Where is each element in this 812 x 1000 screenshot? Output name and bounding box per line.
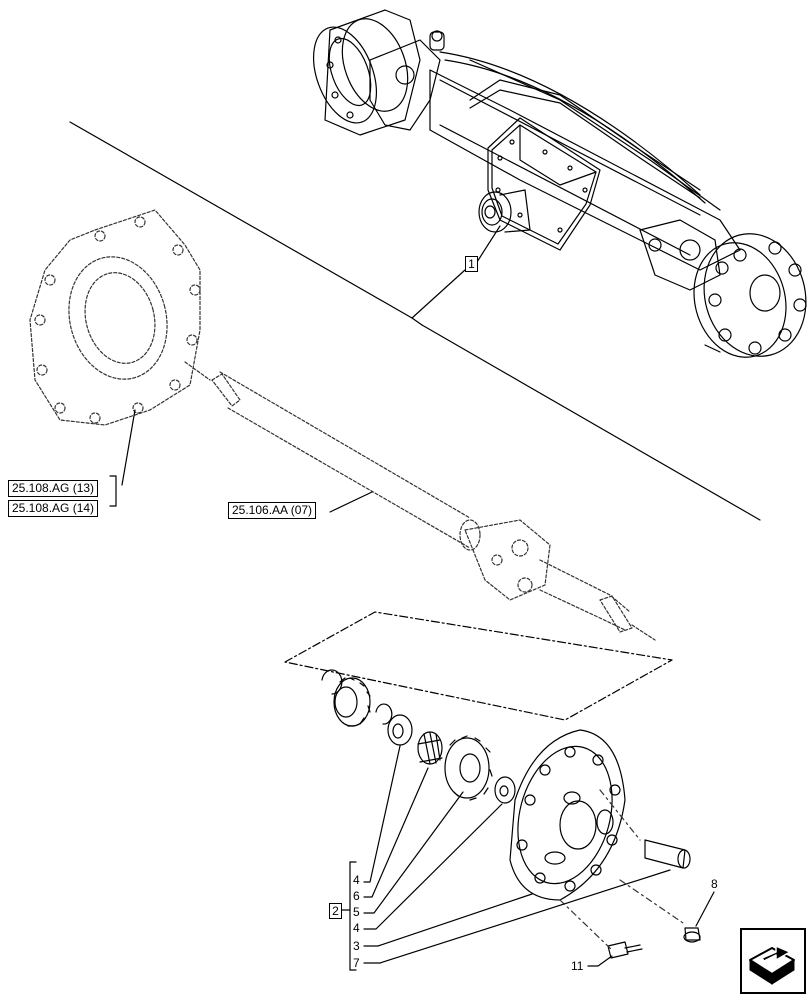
ref-label-25-108-ag-14[interactable]: 25.108.AG (14) (8, 500, 99, 517)
item-2-callout: 2 (329, 903, 342, 919)
bracket-item: 3 (353, 939, 360, 953)
item-11-leader (587, 955, 613, 967)
section-break-line (69, 121, 761, 521)
axle-shaft-ghost (184, 361, 656, 641)
bracket-item: 7 (353, 956, 360, 970)
hidden-lines (559, 789, 687, 951)
planetary-group-frame (284, 611, 673, 721)
ref-bracket (109, 475, 117, 507)
bracket-item: 4 (353, 873, 360, 887)
item-1-leader (411, 225, 501, 319)
ref-label-25-106-aa-07[interactable]: 25.106.AA (07) (228, 502, 317, 519)
navigation-button[interactable] (740, 928, 806, 994)
arrow-into-box-icon (749, 945, 795, 985)
item-2-bracket (341, 745, 671, 971)
bracket-item: 6 (353, 889, 360, 903)
item-11-callout: 11 (571, 959, 584, 973)
item-8-callout: 8 (711, 877, 718, 891)
hub-housing-ghost (29, 209, 201, 426)
item-1-callout: 1 (465, 256, 478, 272)
planetary-parts (321, 669, 701, 959)
shaft-leader (329, 491, 373, 513)
bracket-item: 5 (353, 905, 360, 919)
item-8-leader (695, 891, 715, 927)
bracket-item: 4 (353, 921, 360, 935)
housing-leader (121, 409, 136, 486)
ref-label-25-108-ag-13[interactable]: 25.108.AG (13) (8, 480, 99, 497)
axle-assembly (313, 9, 807, 358)
